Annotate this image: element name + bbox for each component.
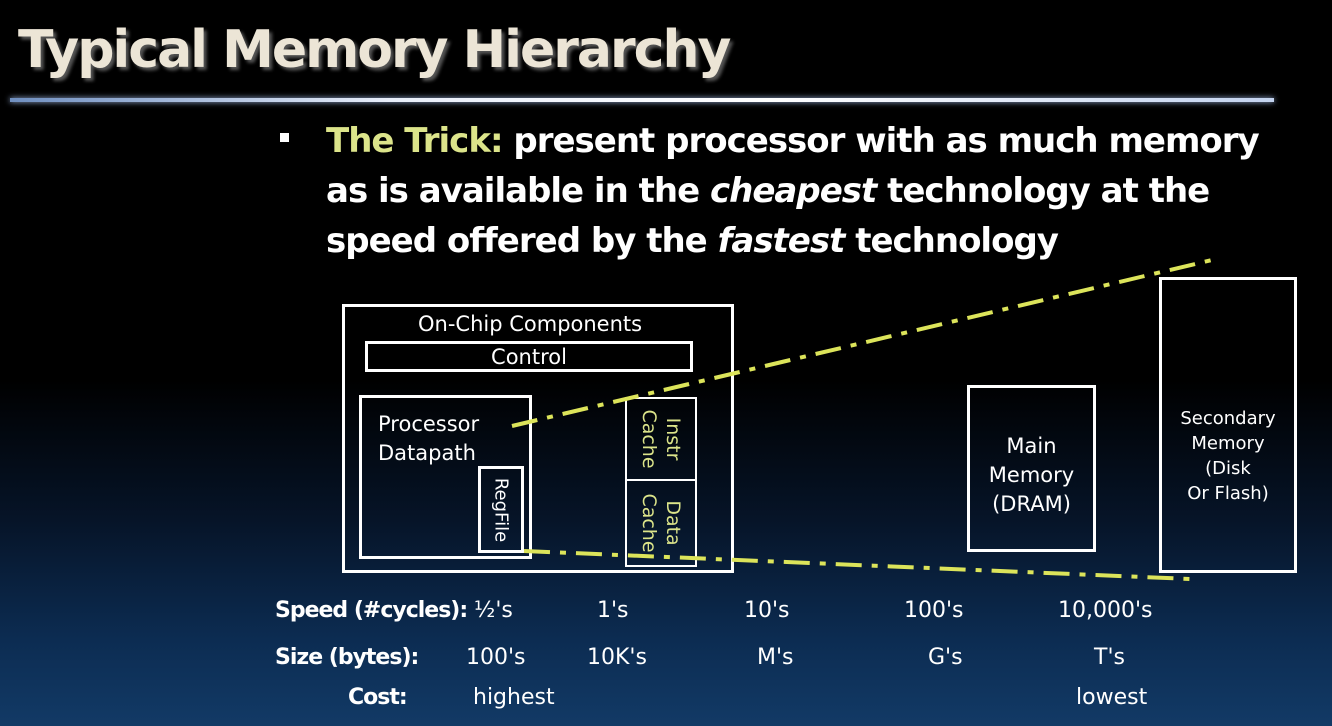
cost-row-label: Cost: — [348, 685, 408, 710]
on-chip-components-box — [342, 304, 734, 573]
bullet-emphasis-cheapest: cheapest — [710, 171, 877, 211]
size-value-1: 100's — [466, 645, 526, 670]
upper-dash-line — [511, 258, 1213, 428]
cost-value-lowest: lowest — [1076, 685, 1148, 710]
size-value-4: G's — [928, 645, 963, 670]
secondary-memory-line-3: (Disk — [1205, 458, 1251, 479]
speed-value-5: 10,000's — [1058, 598, 1153, 623]
processor-datapath-box: Processor Datapath — [359, 395, 532, 559]
bullet-part-1: present processor with as much memory as… — [326, 121, 1260, 211]
size-value-2: 10K's — [587, 645, 647, 670]
main-memory-line-1: Main — [1006, 434, 1057, 458]
processor-datapath-label: Processor Datapath — [378, 410, 479, 468]
secondary-memory-box: Secondary Memory (Disk Or Flash) — [1159, 277, 1297, 573]
datapath-line-1: Processor — [378, 412, 480, 436]
bullet-emphasis-fastest: fastest — [717, 221, 846, 261]
speed-value-2: 1's — [597, 598, 629, 623]
speed-row-label: Speed (#cycles): — [275, 598, 468, 623]
bullet-part-2: technology at the speed offered by the — [326, 171, 1210, 261]
control-box: Control — [365, 341, 693, 372]
speed-value-3: 10's — [744, 598, 790, 623]
regfile-box: RegFile — [478, 466, 524, 553]
secondary-memory-line-2: Memory — [1191, 433, 1265, 454]
speed-value-1: ½'s — [474, 598, 513, 623]
cost-value-highest: highest — [473, 685, 555, 710]
secondary-memory-line-1: Secondary — [1180, 408, 1276, 429]
page-title: Typical Memory Hierarchy — [18, 20, 731, 80]
bullet-lead: The Trick: — [326, 121, 504, 161]
lower-dash-line — [523, 549, 1191, 581]
main-memory-line-3: (DRAM) — [992, 492, 1071, 516]
control-label: Control — [491, 345, 567, 369]
datapath-line-2: Datapath — [378, 441, 476, 465]
bullet-text: The Trick: present processor with as muc… — [326, 116, 1286, 266]
main-memory-box: Main Memory (DRAM) — [967, 385, 1096, 552]
size-row-label: Size (bytes): — [275, 645, 419, 670]
speed-value-4: 100's — [904, 598, 964, 623]
main-memory-line-2: Memory — [988, 463, 1075, 487]
bullet-part-3: technology — [844, 221, 1059, 261]
size-value-3: M's — [757, 645, 794, 670]
secondary-memory-label: Secondary Memory (Disk Or Flash) — [1162, 406, 1294, 506]
title-underline — [10, 98, 1274, 102]
data-cache-box: Data Cache — [625, 479, 697, 567]
main-memory-label: Main Memory (DRAM) — [970, 432, 1093, 519]
on-chip-components-label: On-Chip Components — [418, 312, 643, 336]
secondary-memory-line-4: Or Flash) — [1187, 483, 1269, 504]
bullet-marker — [280, 133, 289, 142]
size-value-5: T's — [1094, 645, 1125, 670]
